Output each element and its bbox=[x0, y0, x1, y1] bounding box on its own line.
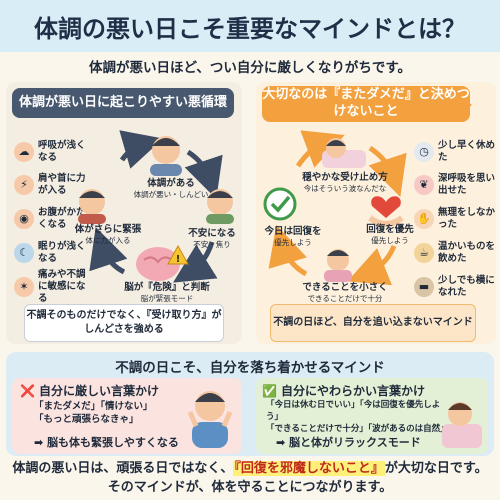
harsh-self-talk-lines: 「またダメだ」「情けない」 「もっと頑張らなきゃ」 bbox=[34, 401, 153, 426]
person-unwell-icon bbox=[150, 136, 182, 176]
person-resting-icon bbox=[322, 138, 366, 168]
gentle-self-talk-title: ✅ 自分にやわらかい言葉かけ bbox=[262, 383, 425, 399]
action-item: ◷ 少し早く休めた bbox=[414, 136, 496, 168]
symptom-item: ☾ 眠りが浅くなる bbox=[14, 236, 88, 270]
clock-icon: ◷ bbox=[414, 142, 434, 162]
cup-icon: ☕ bbox=[414, 243, 434, 263]
mindset-panel bbox=[256, 82, 496, 344]
action-item: ✋ 無理をしなかった bbox=[414, 202, 496, 236]
heart-hands-icon bbox=[368, 196, 404, 227]
cycle-arrow bbox=[173, 241, 218, 283]
footer-highlight: 『回復を邪魔しないこと』 bbox=[233, 461, 385, 476]
vicious-cycle-banner: 体調が悪い日に起こりやすい悪循環 bbox=[12, 88, 234, 118]
cycle-arrow bbox=[89, 227, 128, 275]
svg-text:!: ! bbox=[176, 254, 181, 265]
action-item: ☕ 温かいものを飲めた bbox=[414, 236, 496, 270]
vicious-cycle-diagram: ! bbox=[78, 130, 234, 283]
action-item: ▬ 少しでも横になれた bbox=[414, 270, 496, 304]
page-title: 体調の悪い日こそ重要なマインドとは？ bbox=[0, 0, 500, 52]
vicious-cycle-panel bbox=[6, 82, 242, 344]
lungs-icon: ❦ bbox=[414, 175, 434, 195]
action-item: ❦ 深呼吸を思い出せた bbox=[414, 168, 496, 202]
gentle-self-talk-lines: 「今日は休む日でいい」「今は回復を優先しよう」 「できることだけで十分」「波があ… bbox=[266, 400, 449, 434]
pain-icon: ✶ bbox=[14, 277, 34, 297]
calming-mindset-heading: 不調の日こそ、自分を落ち着かせるマインド bbox=[115, 360, 385, 376]
stressed-person-icon bbox=[187, 391, 233, 448]
recovery-node-today: 今日は回復を 優先しよう bbox=[264, 226, 322, 248]
sofa-icon: ▬ bbox=[414, 277, 434, 297]
cycle-arrow bbox=[184, 149, 223, 199]
mindset-callout: 不調の日ほど、自分を追い込まないマインド bbox=[270, 304, 476, 342]
recovery-node-calm: 穏やかな受け止め方 今はそういう波なんだな bbox=[302, 172, 388, 194]
recovery-node-prioritize: 回復を優先 優先しよう bbox=[366, 224, 414, 246]
cycle-arrow bbox=[347, 245, 397, 286]
person-sitting-icon bbox=[324, 249, 352, 282]
cycle-node-danger: 脳が『危険』と判断 脳が緊張モード bbox=[124, 282, 210, 304]
stomach-icon: ◉ bbox=[14, 209, 34, 229]
brain-icon: ! bbox=[136, 244, 189, 281]
cycle-node-tense: 体がさらに緊張 体に力が入る bbox=[74, 224, 142, 246]
harsh-self-talk-result: ➡ 脳も体も緊張しやすくなる bbox=[34, 436, 179, 449]
gentle-self-talk-result: ➡ 脳と体がリラックスモード bbox=[276, 436, 421, 449]
cycle-node-unwell: 体調がある 体調が悪い・しんどい bbox=[133, 178, 209, 200]
cycle-arrow bbox=[368, 145, 407, 197]
symptom-item: ☁ 呼吸が浅くなる bbox=[14, 136, 88, 168]
banner-tail bbox=[460, 96, 472, 114]
sleep-icon: ☾ bbox=[14, 243, 34, 263]
symptom-item: ✶ 痛みや不調に敏感になる bbox=[14, 269, 88, 304]
action-list: ◷ 少し早く休めた ❦ 深呼吸を思い出せた ✋ 無理をしなかった ☕ 温かいもの… bbox=[414, 136, 496, 304]
relaxed-person-icon bbox=[442, 402, 482, 448]
person-tense-icon bbox=[78, 189, 106, 224]
hand-icon: ✋ bbox=[414, 209, 434, 229]
cycle-arrow bbox=[295, 130, 345, 168]
cross-mark-icon: ❌ bbox=[20, 383, 35, 398]
footer-message: 体調の悪い日は、頑張る日ではなく、『回復を邪魔しないこと』が大切な日です。 その… bbox=[12, 461, 488, 495]
checkmark-icon bbox=[263, 187, 297, 221]
symptom-item: ◉ お腹がかたくなる bbox=[14, 202, 88, 236]
symptom-item: ⚡ 肩や首に力が入る bbox=[14, 168, 88, 202]
vicious-cycle-callout: 不調そのものだけでなく、『受け取り方』がしんどさを強める bbox=[24, 304, 224, 342]
breath-icon: ☁ bbox=[14, 142, 34, 162]
person-anxious-icon bbox=[206, 189, 234, 224]
mindset-banner: 大切なのは『またダメだ』と決めつけないこと bbox=[262, 86, 470, 122]
recovery-cycle-diagram bbox=[263, 130, 407, 286]
page-subtitle: 体調が悪い日ほど、つい自分に厳しくなりがちです。 bbox=[89, 60, 411, 76]
recovery-node-small-steps: できることを小さく できることだけで十分 bbox=[302, 282, 388, 304]
harsh-self-talk-title: ❌ 自分に厳しい言葉かけ bbox=[20, 383, 159, 399]
shoulder-icon: ⚡ bbox=[14, 175, 34, 195]
cycle-arrow bbox=[119, 130, 164, 169]
symptom-list: ☁ 呼吸が浅くなる ⚡ 肩や首に力が入る ◉ お腹がかたくなる ☾ 眠りが浅くな… bbox=[14, 136, 88, 304]
cycle-arrow bbox=[268, 224, 308, 277]
cycle-node-anxious: 不安になる 不安・焦り bbox=[188, 228, 236, 250]
check-mark-icon: ✅ bbox=[262, 383, 277, 398]
